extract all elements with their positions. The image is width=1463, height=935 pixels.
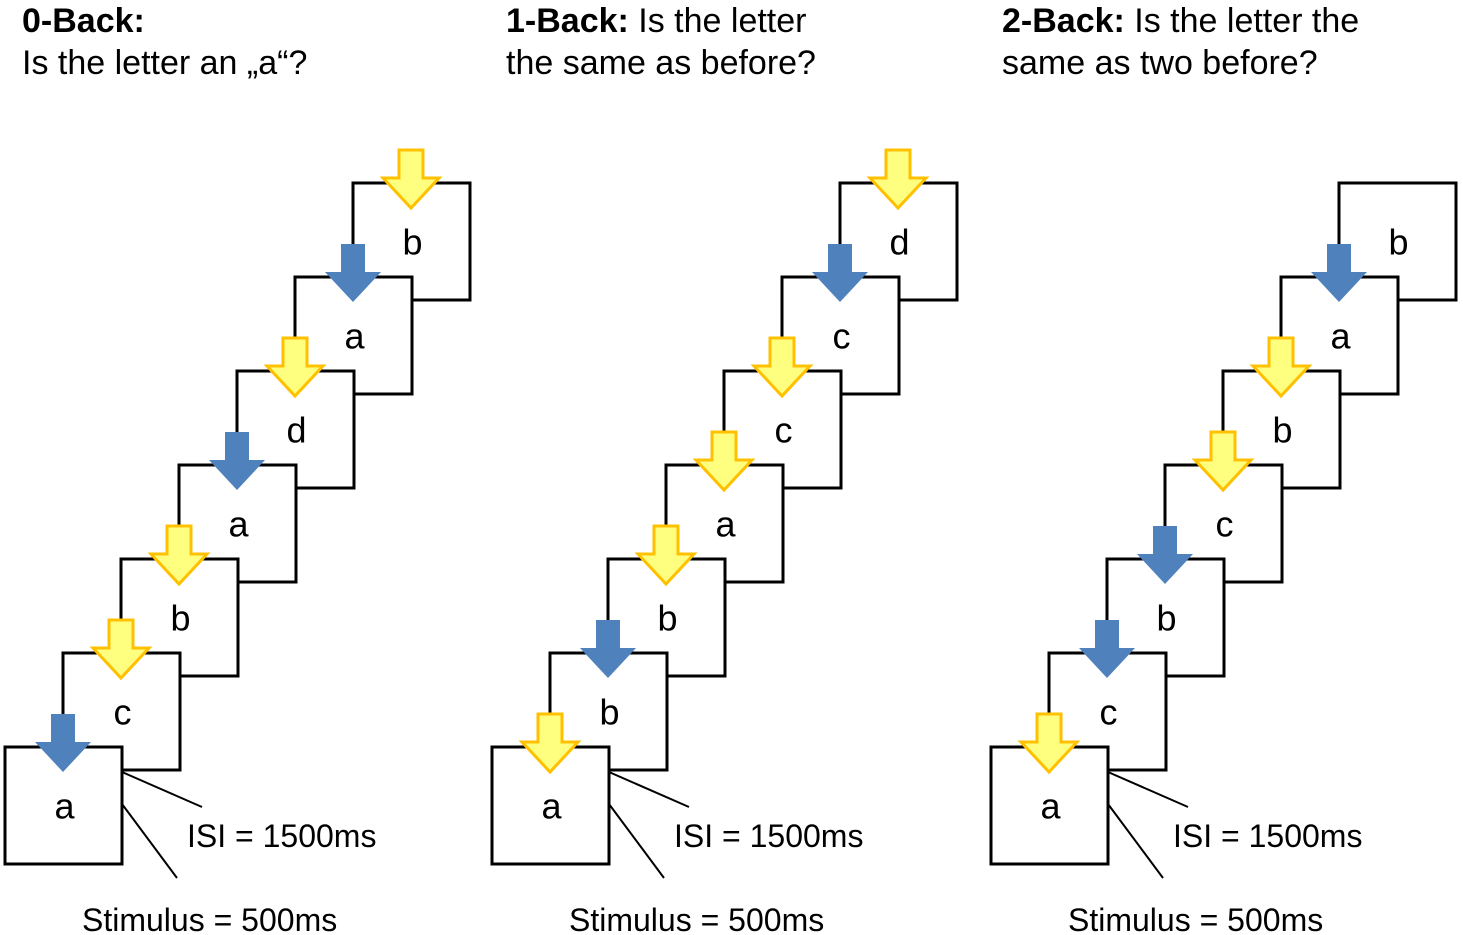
stimulus-label: Stimulus = 500ms — [82, 902, 337, 935]
trial-letter: b — [1388, 222, 1408, 263]
trial-letter: c — [114, 692, 132, 733]
trial-letter: a — [1040, 786, 1061, 827]
trial-letter: a — [344, 316, 365, 357]
response-arrow-blue-icon — [35, 714, 91, 772]
response-arrow-yellow-icon — [1017, 712, 1081, 775]
title-line-1: Is the letter — [628, 2, 807, 40]
stimulus-leader-line — [1107, 803, 1164, 879]
response-arrow-blue-icon — [812, 244, 868, 302]
panel-title-0-back: 0-Back: Is the letter an „a“? — [22, 0, 307, 84]
response-arrow-yellow-icon — [518, 712, 582, 775]
response-arrow-yellow-icon — [1191, 430, 1255, 493]
stimulus-label: Stimulus = 500ms — [569, 902, 824, 935]
title-bold: 1-Back: — [506, 2, 629, 40]
response-arrow-blue-icon — [1311, 244, 1367, 302]
title-line-1: Is the letter the — [1124, 2, 1360, 40]
trial-letter: b — [1156, 598, 1176, 639]
response-arrow-yellow-icon — [1249, 336, 1313, 399]
isi-leader-line — [121, 771, 203, 808]
stimulus-leader-line — [608, 803, 665, 879]
response-arrow-blue-icon — [1079, 620, 1135, 678]
trial-letter: b — [170, 598, 190, 639]
trial-letter: a — [54, 786, 75, 827]
response-arrow-blue-icon — [1137, 526, 1193, 584]
title-line-2: Is the letter an „a“? — [22, 44, 308, 82]
response-arrow-yellow-icon — [379, 148, 443, 211]
title-bold: 0-Back: — [22, 2, 145, 40]
panel-title-1-back: 1-Back: Is the letter the same as before… — [506, 0, 816, 84]
trial-letter: a — [228, 504, 249, 545]
panel-title-2-back: 2-Back: Is the letter the same as two be… — [1002, 0, 1359, 84]
trial-letter: b — [599, 692, 619, 733]
isi-leader-line — [608, 771, 690, 808]
trial-letter: c — [1100, 692, 1118, 733]
isi-label: ISI = 1500ms — [1173, 818, 1362, 854]
response-arrow-yellow-icon — [89, 618, 153, 681]
trial-letter: b — [657, 598, 677, 639]
isi-leader-line — [1107, 771, 1189, 808]
response-arrow-blue-icon — [580, 620, 636, 678]
trial-letter: c — [1216, 504, 1234, 545]
trial-letter: c — [775, 410, 793, 451]
title-bold: 2-Back: — [1002, 2, 1125, 40]
isi-label: ISI = 1500ms — [187, 818, 376, 854]
response-arrow-blue-icon — [325, 244, 381, 302]
trial-letter: b — [1272, 410, 1292, 451]
trial-letter: a — [715, 504, 736, 545]
response-arrow-yellow-icon — [147, 524, 211, 587]
trial-letter: b — [402, 222, 422, 263]
isi-label: ISI = 1500ms — [674, 818, 863, 854]
response-arrow-yellow-icon — [263, 336, 327, 399]
response-arrow-yellow-icon — [692, 430, 756, 493]
trial-letter: c — [833, 316, 851, 357]
response-arrow-blue-icon — [209, 432, 265, 490]
trial-letter: a — [1330, 316, 1351, 357]
stimulus-label: Stimulus = 500ms — [1068, 902, 1323, 935]
response-arrow-yellow-icon — [866, 148, 930, 211]
response-arrow-yellow-icon — [750, 336, 814, 399]
title-line-2: same as two before? — [1002, 44, 1318, 82]
trial-letter: a — [541, 786, 562, 827]
title-line-2: the same as before? — [506, 44, 816, 82]
response-arrow-yellow-icon — [634, 524, 698, 587]
trial-letter: d — [286, 410, 306, 451]
stimulus-leader-line — [121, 803, 178, 879]
trial-letter: d — [889, 222, 909, 263]
